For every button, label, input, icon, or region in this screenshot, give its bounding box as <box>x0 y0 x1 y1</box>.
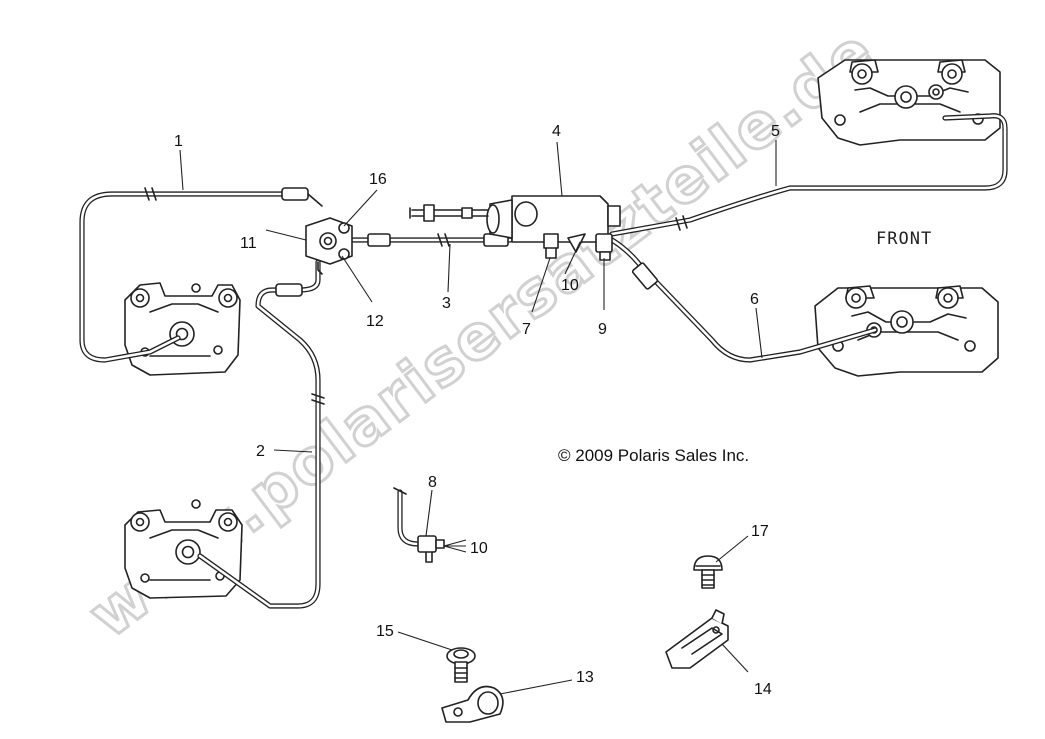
callout-17: 17 <box>751 523 769 540</box>
callout-11: 11 <box>240 235 257 252</box>
leader-lines <box>179 140 777 695</box>
callout-13: 13 <box>576 669 594 686</box>
callout-5: 5 <box>771 123 780 140</box>
callout-6: 6 <box>750 291 759 308</box>
copyright-notice: © 2009 Polaris Sales Inc. <box>558 446 749 465</box>
callout-12: 12 <box>366 313 384 330</box>
callout-8: 8 <box>428 474 437 491</box>
callout-7: 7 <box>522 321 531 338</box>
callout-3: 3 <box>442 295 451 312</box>
rear-lower-caliper <box>124 499 243 599</box>
callout-1: 1 <box>174 133 183 150</box>
callout-16: 16 <box>369 171 387 188</box>
clip-part-14 <box>665 609 729 669</box>
front-label: FRONT <box>876 229 932 249</box>
callout-15: 15 <box>376 623 394 640</box>
front-left-caliper <box>814 285 999 377</box>
brake-line-3 <box>349 233 513 247</box>
callout-4: 4 <box>552 123 561 140</box>
front-right-caliper <box>817 59 1001 146</box>
callout-9: 9 <box>598 321 607 338</box>
callout-10-switch: 10 <box>470 540 488 557</box>
clamp-part-13 <box>441 685 504 723</box>
brake-line-1 <box>79 187 323 363</box>
bolt-part-15 <box>446 647 476 683</box>
junction-block <box>305 217 353 275</box>
bolt-part-17 <box>693 555 723 589</box>
callout-10-master: 10 <box>561 277 579 294</box>
brake-switch-part-8 <box>393 487 445 563</box>
callout-numbers: 1 2 3 4 5 6 7 8 9 10 10 11 12 13 14 15 1… <box>174 123 780 698</box>
brake-line-2 <box>197 259 325 609</box>
brake-line-5 <box>609 113 1008 237</box>
brake-line-6 <box>609 237 878 363</box>
callout-14: 14 <box>754 681 772 698</box>
master-cylinder <box>409 195 621 261</box>
callout-2: 2 <box>256 443 265 460</box>
rear-upper-caliper <box>124 282 241 376</box>
